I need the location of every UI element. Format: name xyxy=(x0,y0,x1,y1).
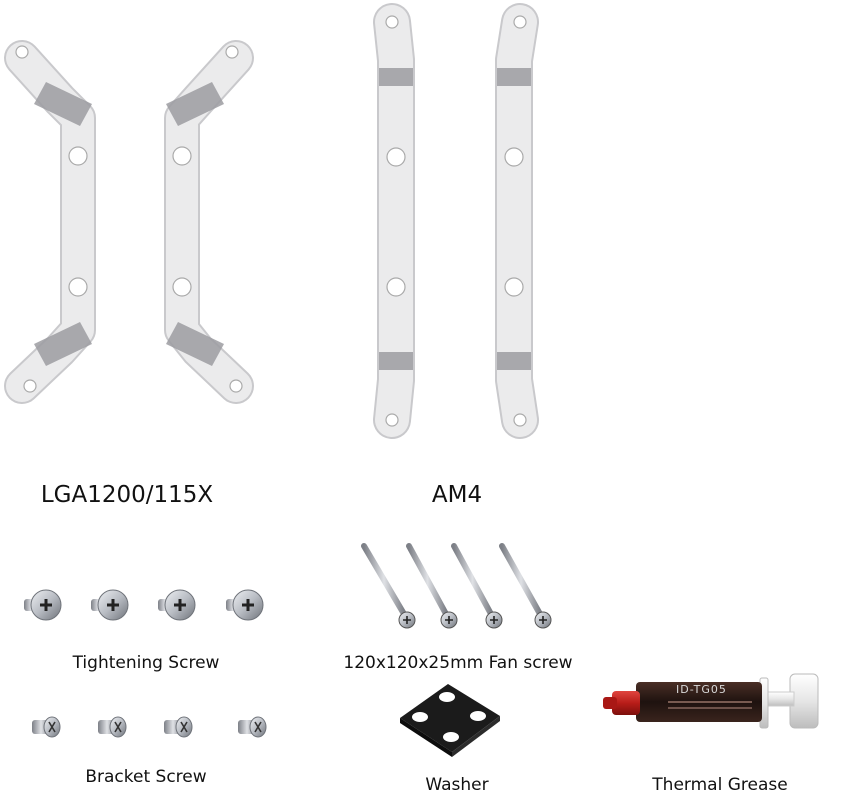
am4-label: AM4 xyxy=(431,482,483,508)
washer-label: Washer xyxy=(425,775,489,795)
tightening-screws xyxy=(24,589,264,621)
bracket-screw xyxy=(238,716,267,738)
tightening-screw xyxy=(91,589,129,621)
bracket-screws xyxy=(32,716,267,738)
fan-screw xyxy=(406,543,458,629)
tightening-screw xyxy=(226,589,264,621)
bracket-screw xyxy=(98,716,127,738)
lga-label: LGA1200/115X xyxy=(40,482,214,508)
am4-bracket-right xyxy=(495,3,539,439)
bracket-screw xyxy=(32,716,61,738)
lga-bracket-left xyxy=(4,40,96,404)
fan-screw xyxy=(361,543,416,629)
fan-screw xyxy=(499,543,552,629)
am4-bracket-left xyxy=(373,3,415,439)
fan-screw-label: 120x120x25mm Fan screw xyxy=(343,653,573,673)
fan-screw xyxy=(451,543,503,629)
tightening-screw xyxy=(24,589,62,621)
washer xyxy=(400,684,500,757)
tightening-screw-label: Tightening Screw xyxy=(72,653,220,673)
bracket-screw xyxy=(164,716,193,738)
fan-screws xyxy=(361,543,552,629)
thermal-grease-label: Thermal Grease xyxy=(652,775,788,795)
syringe-product-code: ID-TG05 xyxy=(676,683,727,696)
syringe-label-lines xyxy=(668,701,752,713)
bracket-screw-label: Bracket Screw xyxy=(85,767,207,787)
tightening-screw xyxy=(158,589,196,621)
lga-bracket-right xyxy=(164,40,254,404)
